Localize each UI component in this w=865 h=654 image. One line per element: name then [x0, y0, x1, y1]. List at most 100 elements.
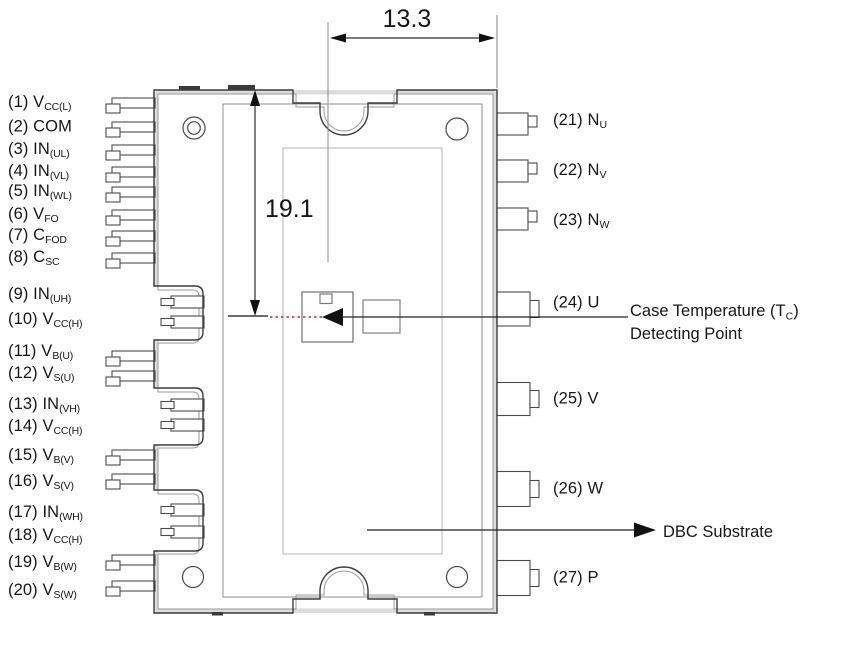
pin-signal: V [41, 341, 53, 360]
pin-lead-17 [170, 503, 205, 517]
pin-label-20: (20) VS(W) [8, 581, 77, 601]
pin-lead-2-tip [105, 127, 121, 138]
pin-signal: IN [42, 502, 60, 521]
pin-signal: IN [33, 139, 50, 158]
pin-signal: V [42, 552, 54, 571]
pin-tab-22-tip [527, 162, 538, 175]
pin-signal: W [587, 479, 604, 498]
pin-label-2: (2) COM [8, 118, 72, 137]
pin-number: (7) [8, 225, 29, 244]
pin-signal: V [33, 92, 45, 111]
pin-number: (3) [8, 139, 29, 158]
pin-signal-subscript: (WL) [49, 190, 72, 203]
case-outline-inner [157, 93, 494, 610]
pin-signal-subscript: CC(H) [53, 318, 83, 331]
pin-lead-3-tip [105, 150, 121, 161]
pin-label-16: (16) VS(V) [8, 472, 74, 492]
pin-tab-25-tip [529, 389, 540, 409]
pin-label-24: (24) U [553, 294, 599, 313]
pin-signal: N [587, 160, 600, 179]
pin-number: (16) [8, 471, 38, 490]
case-wall-shading [154, 90, 498, 613]
pin-lead-13-tip [160, 400, 175, 410]
pin-signal: IN [33, 161, 50, 180]
pin-tab-21 [496, 112, 529, 136]
pin-lead-20-tip [105, 586, 121, 597]
temp-sensor-pad [319, 293, 333, 305]
pin-signal-subscript: V [599, 169, 607, 182]
pin-signal: C [33, 225, 46, 244]
pin-lead-18 [170, 525, 205, 539]
pin-lead-15-tip [105, 455, 121, 466]
pin-signal-subscript: U [599, 119, 607, 132]
pin-tab-26 [496, 470, 531, 508]
pin-lead-1-tip [105, 103, 121, 114]
pin-number: (26) [553, 479, 583, 498]
pin-signal: P [587, 568, 599, 587]
pin-lead-4 [111, 166, 156, 178]
pin-signal-subscript: (UH) [49, 293, 72, 306]
case-temp-line2: Detecting Point [630, 325, 742, 344]
pin-number: (8) [8, 247, 29, 266]
pin-signal-subscript: S(W) [53, 589, 77, 602]
pin-number: (10) [8, 309, 38, 328]
pin-number: (18) [8, 525, 38, 544]
pin-tab-21-tip [527, 115, 538, 128]
pin-lead-1 [111, 97, 156, 109]
pin-lead-9-tip [160, 297, 175, 307]
pin-lead-14 [170, 418, 205, 432]
dimension-height [228, 90, 268, 317]
pin-lead-8-tip [105, 258, 121, 269]
pin-signal: V [42, 525, 54, 544]
mounting-hole-top-left-inner [187, 121, 201, 135]
pin-label-19: (19) VB(W) [8, 553, 77, 573]
mounting-hole-bottom-left [181, 565, 205, 589]
pin-lead-16-tip [105, 479, 121, 490]
pin-signal-subscript: B(V) [53, 454, 74, 467]
pin-label-15: (15) VB(V) [8, 446, 74, 466]
mounting-hole-top-right [445, 117, 469, 141]
detect-point-arrowhead-icon [322, 308, 343, 326]
dimension-height-label: 19.1 [265, 195, 314, 223]
pin-lead-14-tip [160, 420, 175, 430]
pin-lead-5 [111, 186, 156, 198]
pin-signal-subscript: B(W) [53, 561, 77, 574]
pin-label-25: (25) V [553, 390, 599, 409]
pin-number: (4) [8, 161, 29, 180]
pin-lead-19 [111, 554, 156, 566]
pin-signal-subscript: (WH) [59, 511, 83, 524]
case-temp-annotation: Case Temperature (TC) Detecting Point [630, 301, 799, 346]
pin-signal: IN [33, 181, 50, 200]
pin-number: (20) [8, 580, 38, 599]
pin-number: (12) [8, 363, 38, 382]
pin-lead-12-tip [105, 376, 121, 387]
pin-label-22: (22) NV [553, 161, 606, 181]
pin-label-6: (6) VFO [8, 204, 59, 225]
pin-number: (2) [8, 117, 29, 136]
pin-signal: V [42, 445, 54, 464]
pin-signal: U [587, 293, 600, 312]
pin-lead-2 [111, 121, 156, 133]
pin-lead-13 [170, 398, 205, 412]
pin-label-11: (11) VB(U) [8, 342, 73, 362]
pin-label-4: (4) IN(VL) [8, 162, 69, 182]
pin-lead-6 [111, 209, 156, 221]
pin-label-9: (9) IN(UH) [8, 285, 71, 305]
pin-lead-3 [111, 144, 156, 156]
pin-signal: C [33, 247, 46, 266]
pin-lead-10-tip [160, 317, 175, 327]
pin-signal-subscript: SC [45, 256, 60, 269]
pin-number: (24) [553, 293, 583, 312]
pin-lead-7 [111, 230, 156, 242]
pin-label-27: (27) P [553, 569, 599, 588]
pin-signal-subscript: CC(H) [53, 425, 83, 438]
pin-label-14: (14) VCC(H) [8, 417, 82, 437]
pin-number: (6) [8, 204, 29, 223]
pin-lead-11 [111, 350, 156, 362]
dbc-substrate-rect [282, 147, 443, 555]
pin-lead-19-tip [105, 560, 121, 571]
pin-label-17: (17) IN(WH) [8, 503, 83, 523]
pin-tab-27 [496, 559, 531, 597]
